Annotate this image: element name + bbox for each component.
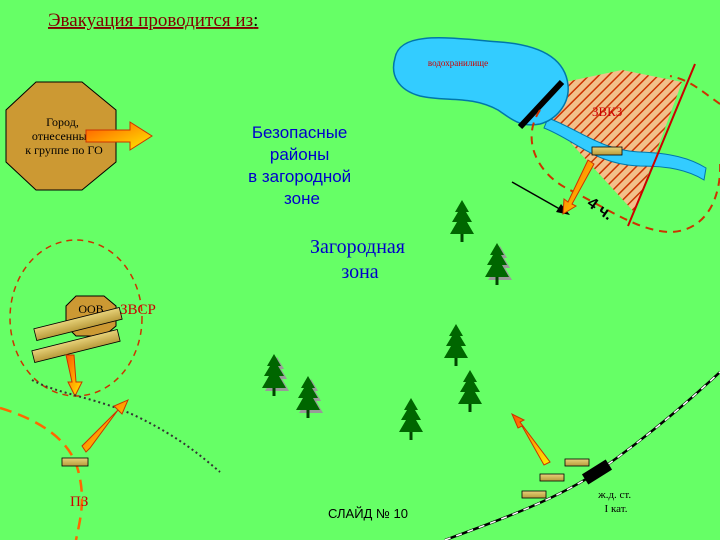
tree-icon bbox=[296, 376, 323, 418]
evac-arrow-icon bbox=[562, 159, 595, 215]
tree-icon bbox=[444, 324, 468, 366]
station-building bbox=[581, 459, 613, 485]
pz-bar bbox=[61, 457, 89, 467]
page-title: Эвакуация проводится из: bbox=[48, 10, 258, 31]
pz-arrow-icon bbox=[81, 399, 129, 453]
reservoir bbox=[392, 37, 569, 126]
oov-bar-bottom bbox=[31, 329, 121, 363]
oov-bar-top bbox=[33, 307, 123, 341]
station-bar-3 bbox=[521, 490, 547, 499]
station-bar-2 bbox=[539, 473, 565, 482]
tree-icon bbox=[399, 398, 423, 440]
oov-label: ООВ bbox=[78, 302, 103, 316]
railway-line bbox=[444, 371, 720, 540]
station-bar-1 bbox=[564, 458, 590, 467]
oov-down-arrow-icon bbox=[65, 354, 83, 398]
dotted-trail bbox=[31, 379, 221, 473]
station-label: ж.д. ст. I кат. bbox=[597, 489, 634, 515]
city-arrow-icon bbox=[85, 121, 153, 151]
tree-icon bbox=[485, 243, 512, 285]
evac-route-dashed bbox=[0, 406, 84, 540]
reservoir-label: водохранилище bbox=[428, 58, 488, 68]
dam-zone-label: ЗВКЗ bbox=[592, 104, 622, 119]
tree-icon bbox=[458, 370, 482, 412]
flood-zone-hatch bbox=[548, 70, 682, 212]
assembly-point-bar bbox=[591, 146, 623, 156]
city-octagon-icon bbox=[5, 81, 117, 191]
boundary-line bbox=[627, 63, 696, 227]
safe-areas-label: Безопасные районы в загородной зоне bbox=[248, 123, 356, 208]
city-label: Город, отнесенный к группе по ГО bbox=[25, 115, 103, 157]
pz-label: ПЗ bbox=[70, 494, 88, 510]
dam bbox=[517, 79, 565, 130]
time-arrow bbox=[511, 181, 566, 213]
slide-number: СЛАЙД № 10 bbox=[328, 506, 408, 521]
station-arrow-icon bbox=[511, 412, 551, 466]
zvsr-label: ЗВСР bbox=[120, 302, 156, 318]
railway-icon bbox=[444, 371, 720, 540]
tree-icon bbox=[262, 354, 289, 396]
zone-dashed-boundary bbox=[530, 75, 720, 234]
oov-dashed-circle bbox=[9, 239, 143, 397]
tree-icon bbox=[450, 200, 474, 242]
suburban-zone-label: Загородная зона bbox=[310, 236, 410, 283]
